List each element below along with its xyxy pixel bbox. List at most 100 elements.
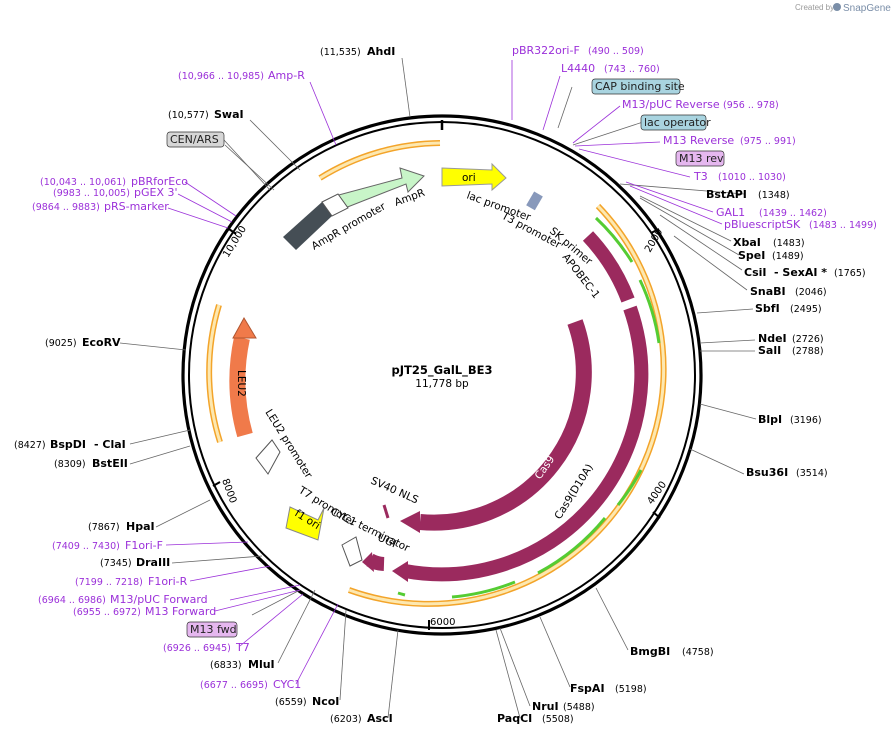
site-spei[interactable]: SpeI — [738, 249, 765, 262]
green-arrow-1 — [594, 216, 634, 263]
site-asci[interactable]: AscI — [367, 712, 393, 725]
ampr-feature[interactable] — [334, 167, 425, 209]
site-pos: (2788) — [792, 346, 824, 357]
site-bmgbi[interactable]: BmgBI — [630, 645, 670, 658]
m13-fwd-label: M13 fwd — [190, 623, 237, 636]
site-pos: (7867) — [88, 522, 120, 533]
site-ahdi[interactable]: AhdI — [367, 45, 395, 58]
feature-f1ori-f[interactable]: F1ori-F — [125, 539, 163, 552]
feature-gal1[interactable]: GAL1 — [716, 206, 745, 219]
feature-cyc1[interactable]: CYC1 — [273, 678, 301, 691]
site-pos: (2046) — [795, 287, 827, 298]
m13-fwd-box[interactable] — [186, 621, 238, 638]
feature-t3[interactable]: T3 — [693, 170, 708, 183]
site-sexai[interactable]: - SexAI * — [774, 266, 827, 279]
site-paqci[interactable]: PaqCI — [497, 712, 532, 725]
feature-m13-puc-forward[interactable]: M13/pUC Forward — [110, 593, 208, 606]
m13-rev-label: M13 rev — [679, 152, 724, 165]
map-title: pJT25_GalL_BE3 — [392, 363, 493, 378]
app-name: SnapGene — [843, 3, 891, 14]
cap-binding-site-box[interactable] — [591, 78, 681, 95]
cas9-d10a-feature[interactable] — [403, 305, 649, 582]
site-pos: (6203) — [330, 714, 362, 725]
site-sbfi[interactable]: SbfI — [755, 302, 780, 315]
site-sali[interactable]: SalI — [758, 344, 781, 357]
feature-pos: (10,043 .. 10,061) — [40, 177, 126, 188]
feature-pbluescriptsk[interactable]: pBluescriptSK — [724, 218, 801, 231]
cyc1-terminator-feature[interactable] — [341, 536, 363, 567]
site-ncoi[interactable]: NcoI — [312, 695, 339, 708]
site-bstapi[interactable]: BstAPI — [706, 188, 747, 201]
site-bsu36i[interactable]: Bsu36I — [746, 466, 788, 479]
site-blpi[interactable]: BlpI — [758, 413, 782, 426]
feature-pbrforeco[interactable]: pBRforEco — [131, 175, 188, 188]
leader-lines — [119, 57, 757, 719]
feature-pos: (490 .. 509) — [588, 46, 644, 57]
site-xbai[interactable]: XbaI — [733, 236, 761, 249]
feature-m13-puc-reverse[interactable]: M13/pUC Reverse — [622, 98, 720, 111]
leu2-promoter-feature[interactable] — [255, 439, 281, 475]
site-pos: (7345) — [100, 558, 132, 569]
leu2-feature[interactable] — [229, 336, 253, 438]
feature-l4440[interactable]: L4440 — [561, 62, 595, 75]
green-arrow-5 — [451, 580, 516, 599]
leu2-label: LEU2 — [235, 370, 247, 397]
site-ndei[interactable]: NdeI — [758, 332, 787, 345]
site-bspdi[interactable]: BspDI — [50, 438, 86, 451]
tick-10000 — [228, 228, 237, 235]
feature-pbr322ori-f[interactable]: pBR322ori-F — [512, 44, 580, 57]
site-draiii[interactable]: DraIII — [136, 556, 170, 569]
sv40-nls-feature[interactable] — [382, 504, 390, 519]
site-mlui[interactable]: MluI — [248, 658, 275, 671]
feature-f1ori-r[interactable]: F1ori-R — [148, 575, 188, 588]
f1-ori-feature[interactable] — [285, 506, 325, 541]
boxed-features: CAP binding site lac operator M13 rev CE… — [166, 78, 725, 638]
site-drui[interactable]: NruI — [532, 700, 559, 713]
feature-pos: (10,966 .. 10,985) — [178, 71, 264, 82]
site-snabi[interactable]: SnaBI — [750, 285, 786, 298]
cap-binding-site-label: CAP binding site — [595, 80, 685, 93]
site-bsteii[interactable]: BstEII — [92, 457, 128, 470]
feature-pos: (6964 .. 6986) — [38, 595, 106, 606]
site-pos: (5198) — [615, 684, 647, 695]
ampr-promoter-block[interactable] — [283, 202, 332, 250]
sv40-nls-label: SV40 NLS — [369, 475, 421, 507]
lac-promoter-marker — [526, 191, 543, 211]
restriction-sites-left: (9025) EcoRV (8427) BspDI - ClaI (8309) … — [14, 336, 393, 725]
cas9-feature[interactable] — [419, 319, 592, 531]
ori-feature[interactable] — [441, 162, 507, 192]
feature-pos: (1439 .. 1462) — [759, 208, 827, 219]
m13-rev-box[interactable] — [675, 150, 725, 167]
cen-ars-label: CEN/ARS — [170, 133, 219, 146]
apobec1-feature[interactable] — [582, 231, 635, 303]
site-pos: (1348) — [758, 190, 790, 201]
site-pos: (4758) — [682, 647, 714, 658]
site-pos: (1765) — [834, 268, 866, 279]
site-hpai[interactable]: HpaI — [126, 520, 155, 533]
tick-4000 — [652, 511, 661, 519]
site-pos: (6559) — [275, 697, 307, 708]
site-csii[interactable]: CsiI — [744, 266, 766, 279]
feature-prs-marker[interactable]: pRS-marker — [104, 200, 169, 213]
ampr-orf-band[interactable] — [318, 140, 441, 181]
tick-label-6000: 6000 — [430, 617, 455, 628]
feature-pos: (7199 .. 7218) — [75, 577, 143, 588]
map-size: 11,778 bp — [415, 378, 469, 390]
restriction-sites-right: (11,535) AhdI (10,577) SwaI BstAPI (1348… — [168, 45, 866, 725]
feature-amp-r[interactable]: Amp-R — [268, 69, 305, 82]
feature-m13-reverse[interactable]: M13 Reverse — [663, 134, 734, 147]
site-clai[interactable]: - ClaI — [94, 438, 126, 451]
feature-pgex-3[interactable]: pGEX 3' — [134, 186, 178, 199]
site-pos: (11,535) — [320, 47, 361, 58]
site-pos: (2726) — [792, 334, 824, 345]
site-pos: (5488) — [563, 702, 595, 713]
site-swai[interactable]: SwaI — [214, 108, 244, 121]
primer-features: (10,966 .. 10,985) Amp-R pBR322ori-F (49… — [32, 44, 877, 691]
site-fspai[interactable]: FspAI — [570, 682, 605, 695]
lac-operator-box[interactable] — [640, 114, 707, 131]
feature-m13-forward[interactable]: M13 Forward — [145, 605, 216, 618]
feature-t7[interactable]: T7 — [235, 641, 250, 654]
site-ecorv[interactable]: EcoRV — [82, 336, 121, 349]
cen-ars-box[interactable] — [166, 131, 225, 148]
